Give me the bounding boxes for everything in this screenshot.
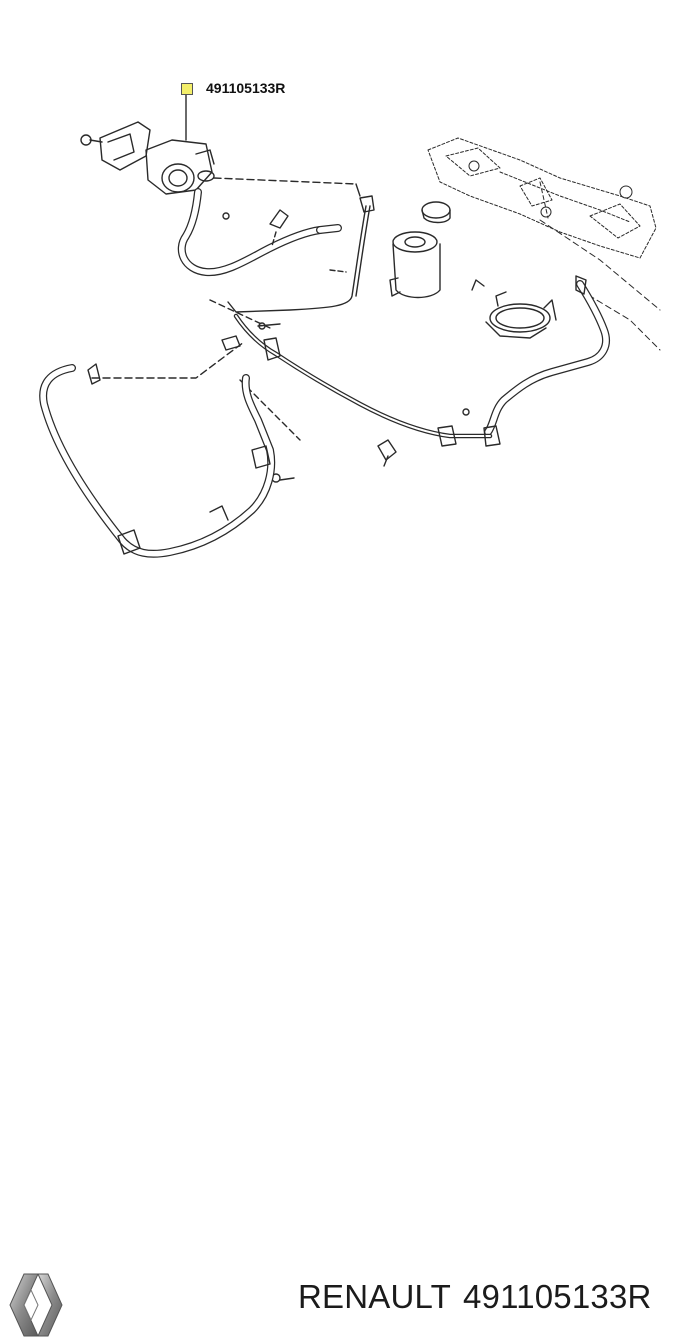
footer: RENAULT 491105133R	[0, 640, 700, 1337]
main-pressure-line	[233, 313, 501, 467]
brand-part-caption: RENAULT 491105133R	[298, 1278, 652, 1316]
steering-rack	[427, 137, 661, 351]
fluid-reservoir	[389, 201, 451, 299]
brand-name: RENAULT	[298, 1278, 451, 1315]
power-steering-hose-diagram	[39, 93, 661, 558]
pump-assembly	[80, 121, 361, 197]
footer-part-number: 491105133R	[462, 1278, 652, 1315]
hose-clamp	[485, 291, 557, 339]
pressure-pipe	[227, 195, 375, 313]
callout-part-number: 491105133R	[206, 80, 286, 96]
callout-marker	[181, 83, 193, 95]
renault-diamond-logo-icon	[9, 1273, 63, 1337]
return-hose	[177, 188, 342, 277]
low-pressure-return-hose	[39, 364, 276, 558]
rack-feed-hose	[462, 275, 610, 436]
